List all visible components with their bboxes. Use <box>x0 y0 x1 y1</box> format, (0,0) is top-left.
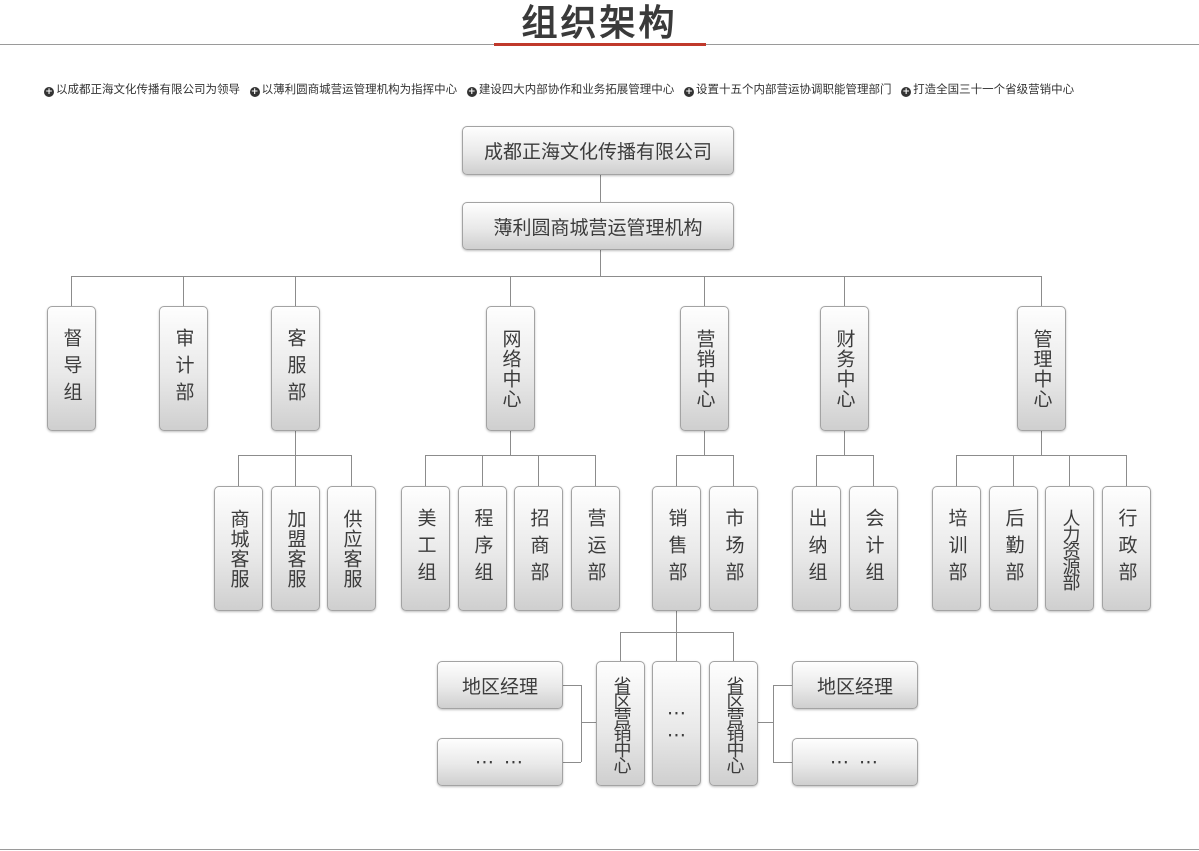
regional-manager-box-left: 地区经理 <box>437 661 563 709</box>
level1-box-management-center: 管理中心 <box>1017 306 1066 431</box>
level1-box-marketing-center: 营销中心 <box>680 306 729 431</box>
provincial-center-box: 省区营销中心 <box>596 661 645 786</box>
regional-ellipsis-box-left: ⋯ ⋯ <box>437 738 563 786</box>
dept-box-franchise-cs: 加盟客服 <box>271 486 320 611</box>
title-accent-bar <box>494 43 706 46</box>
root-company-box: 成都正海文化传播有限公司 <box>462 126 734 175</box>
dept-box-sales-dept: 销售部 <box>652 486 701 611</box>
dept-box-admin-dept: 行政部 <box>1102 486 1151 611</box>
plus-circle-icon: + <box>44 87 54 97</box>
provincial-center-ellipsis-box: ⋯⋯ <box>652 661 701 786</box>
hq-management-box: 薄利圆商城营运管理机构 <box>462 202 734 250</box>
dept-box-cashier-team: 出纳组 <box>792 486 841 611</box>
dept-box-supply-cs: 供应客服 <box>327 486 376 611</box>
dept-box-programming-team: 程序组 <box>458 486 507 611</box>
footer-divider <box>0 849 1199 850</box>
level1-box-audit: 审计部 <box>159 306 208 431</box>
dept-box-training-dept: 培训部 <box>932 486 981 611</box>
intro-item: +打造全国三十一个省级营销中心 <box>901 82 1075 97</box>
regional-ellipsis-box-right: ⋯ ⋯ <box>792 738 918 786</box>
regional-manager-box-right: 地区经理 <box>792 661 918 709</box>
dept-box-operations-dept: 营运部 <box>571 486 620 611</box>
plus-circle-icon: + <box>249 87 260 97</box>
level1-box-supervision: 督导组 <box>47 306 96 431</box>
intro-item: +设置十五个内部营运协调职能管理部门 <box>683 82 892 97</box>
dept-box-investment-dept: 招商部 <box>514 486 563 611</box>
dept-box-hr-dept: 人力资源部 <box>1045 486 1094 611</box>
dept-box-accounting-team: 会计组 <box>849 486 898 611</box>
intro-item: +以薄利圆商城营运管理机构为指挥中心 <box>249 82 458 97</box>
dept-box-market-dept: 市场部 <box>709 486 758 611</box>
provincial-center-box: 省区营销中心 <box>709 661 758 786</box>
dept-box-logistics-dept: 后勤部 <box>989 486 1038 611</box>
page-title: 组织架构 <box>521 3 678 44</box>
dept-box-mall-cs: 商城客服 <box>214 486 263 611</box>
plus-circle-icon: + <box>901 87 912 97</box>
plus-circle-icon: + <box>466 87 477 97</box>
intro-bullets: +以成都正海文化传播有限公司为领导 +以薄利圆商城营运管理机构为指挥中心 +建设… <box>44 81 1080 97</box>
intro-item: +以成都正海文化传播有限公司为领导 <box>44 82 240 97</box>
plus-circle-icon: + <box>683 87 694 97</box>
level1-box-finance-center: 财务中心 <box>820 306 869 431</box>
intro-item: +建设四大内部协作和业务拓展管理中心 <box>466 82 675 97</box>
level1-box-network-center: 网络中心 <box>486 306 535 431</box>
level1-box-customer-service: 客服部 <box>271 306 320 431</box>
dept-box-design-team: 美工组 <box>401 486 450 611</box>
